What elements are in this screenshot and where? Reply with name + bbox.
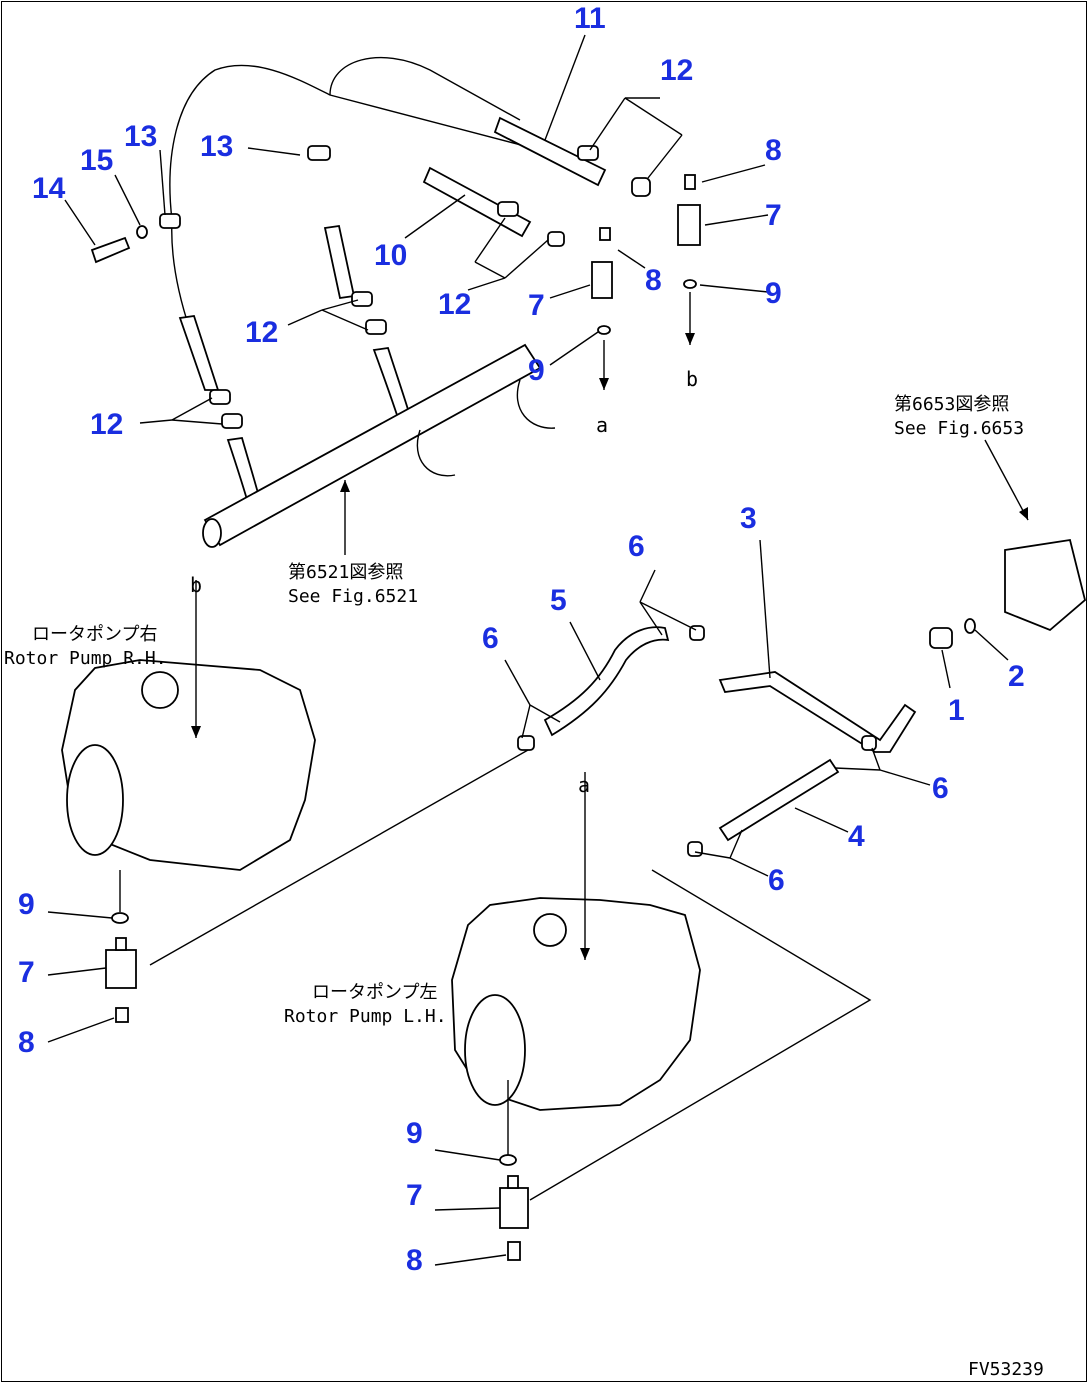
callout-12: 12 xyxy=(438,288,471,321)
callout-6: 6 xyxy=(628,530,645,563)
callout-1: 1 xyxy=(948,694,965,727)
rotor-pump-lh xyxy=(451,772,701,1261)
marker-a: a xyxy=(596,413,608,437)
ref-fig6653-jp: 第6653図参照 xyxy=(894,394,1009,415)
callout-11: 11 xyxy=(574,2,606,35)
reference-notes: 第6653図参照 See Fig.6653 第6521図参照 See Fig.6… xyxy=(4,367,1044,1380)
callout-6: 6 xyxy=(768,864,785,897)
callout-8: 8 xyxy=(645,264,662,297)
callout-9: 9 xyxy=(406,1117,423,1150)
callout-8: 8 xyxy=(765,134,782,167)
pump-rh-jp: ロータポンプ右 xyxy=(32,624,157,645)
callout-6: 6 xyxy=(482,622,499,655)
ref-fig6521-jp: 第6521図参照 xyxy=(288,562,403,583)
callout-15: 15 xyxy=(80,144,113,177)
marker-b: b xyxy=(190,573,202,597)
lower-hose-assembly xyxy=(149,538,1087,1201)
ref-fig6653-en: See Fig.6653 xyxy=(894,418,1024,439)
callout-4: 4 xyxy=(848,820,865,853)
callout-7: 7 xyxy=(406,1179,423,1212)
callout-2: 2 xyxy=(1008,660,1025,693)
callout-10: 10 xyxy=(374,239,407,272)
callout-8: 8 xyxy=(406,1244,423,1277)
callout-7: 7 xyxy=(528,289,545,322)
callout-5: 5 xyxy=(550,584,567,617)
ref-fig6521-en: See Fig.6521 xyxy=(288,586,418,607)
rotor-pump-rh xyxy=(61,580,316,1023)
callout-12: 12 xyxy=(90,408,123,441)
callout-9: 9 xyxy=(18,888,35,921)
marker-a: a xyxy=(578,773,590,797)
callout-9: 9 xyxy=(528,354,545,387)
callout-7: 7 xyxy=(18,956,35,989)
drawing-code: FV53239 xyxy=(968,1359,1044,1380)
callout-13: 13 xyxy=(124,120,157,153)
callout-7: 7 xyxy=(765,199,782,232)
leader-lines xyxy=(47,34,1029,1266)
marker-b: b xyxy=(686,367,698,391)
callout-12: 12 xyxy=(660,54,693,87)
callout-8: 8 xyxy=(18,1026,35,1059)
pump-lh-en: Rotor Pump L.H. xyxy=(284,1006,447,1027)
callout-12: 12 xyxy=(245,316,278,349)
callout-numbers: 11 12 8 7 9 13 13 15 14 10 12 8 7 9 12 1… xyxy=(18,2,1025,1277)
callout-3: 3 xyxy=(740,502,757,535)
upper-hose-assembly xyxy=(90,56,701,548)
callout-9: 9 xyxy=(765,277,782,310)
callout-14: 14 xyxy=(32,172,66,205)
pump-rh-en: Rotor Pump R.H. xyxy=(4,648,167,669)
callout-13: 13 xyxy=(200,130,233,163)
pump-lh-jp: ロータポンプ左 xyxy=(312,982,437,1003)
callout-6: 6 xyxy=(932,772,949,805)
